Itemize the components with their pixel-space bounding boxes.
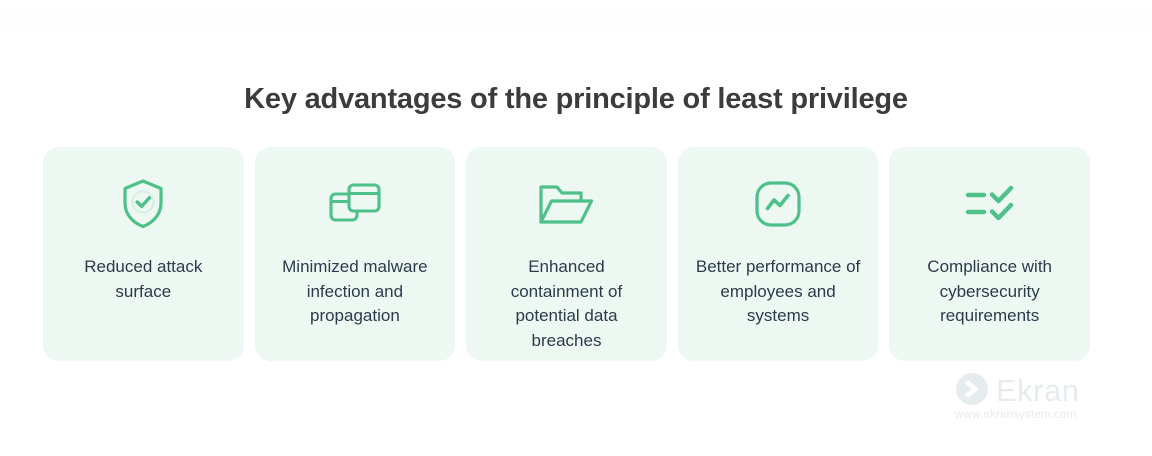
advantage-card: Better performance of employees and syst…	[677, 147, 879, 361]
advantage-card-label: Compliance with cybersecurity requiremen…	[927, 257, 1053, 325]
ekran-chevron-logo-icon	[955, 372, 989, 411]
advantage-card-label: Reduced attack surface	[84, 257, 203, 301]
advantage-card-label: Enhanced containment of potential data b…	[510, 257, 623, 350]
top-strip	[0, 0, 1152, 34]
advantage-card-label: Minimized malware infection and propagat…	[282, 257, 428, 325]
advantages-card-grid: Reduced attack surface Minimized malware…	[43, 147, 1090, 361]
page-title: Key advantages of the principle of least…	[244, 83, 908, 115]
logo-wordmark: Ekran	[996, 373, 1080, 408]
shield-check-icon	[120, 175, 166, 233]
advantage-card: Enhanced containment of potential data b…	[466, 147, 667, 361]
checklist-icon	[963, 175, 1017, 233]
overlapping-windows-icon	[327, 175, 383, 233]
ekran-watermark: Ekran www.ekransystem.com	[955, 372, 1105, 426]
open-folder-icon	[536, 175, 596, 233]
advantage-card: Compliance with cybersecurity requiremen…	[889, 147, 1090, 361]
logo-row: Ekran	[955, 372, 1105, 411]
advantage-card-label: Better performance of employees and syst…	[695, 257, 861, 325]
logo-url: www.ekransystem.com	[955, 409, 1077, 421]
performance-chart-icon	[753, 175, 803, 233]
advantage-card: Reduced attack surface	[43, 147, 244, 361]
advantage-card: Minimized malware infection and propagat…	[254, 147, 456, 361]
